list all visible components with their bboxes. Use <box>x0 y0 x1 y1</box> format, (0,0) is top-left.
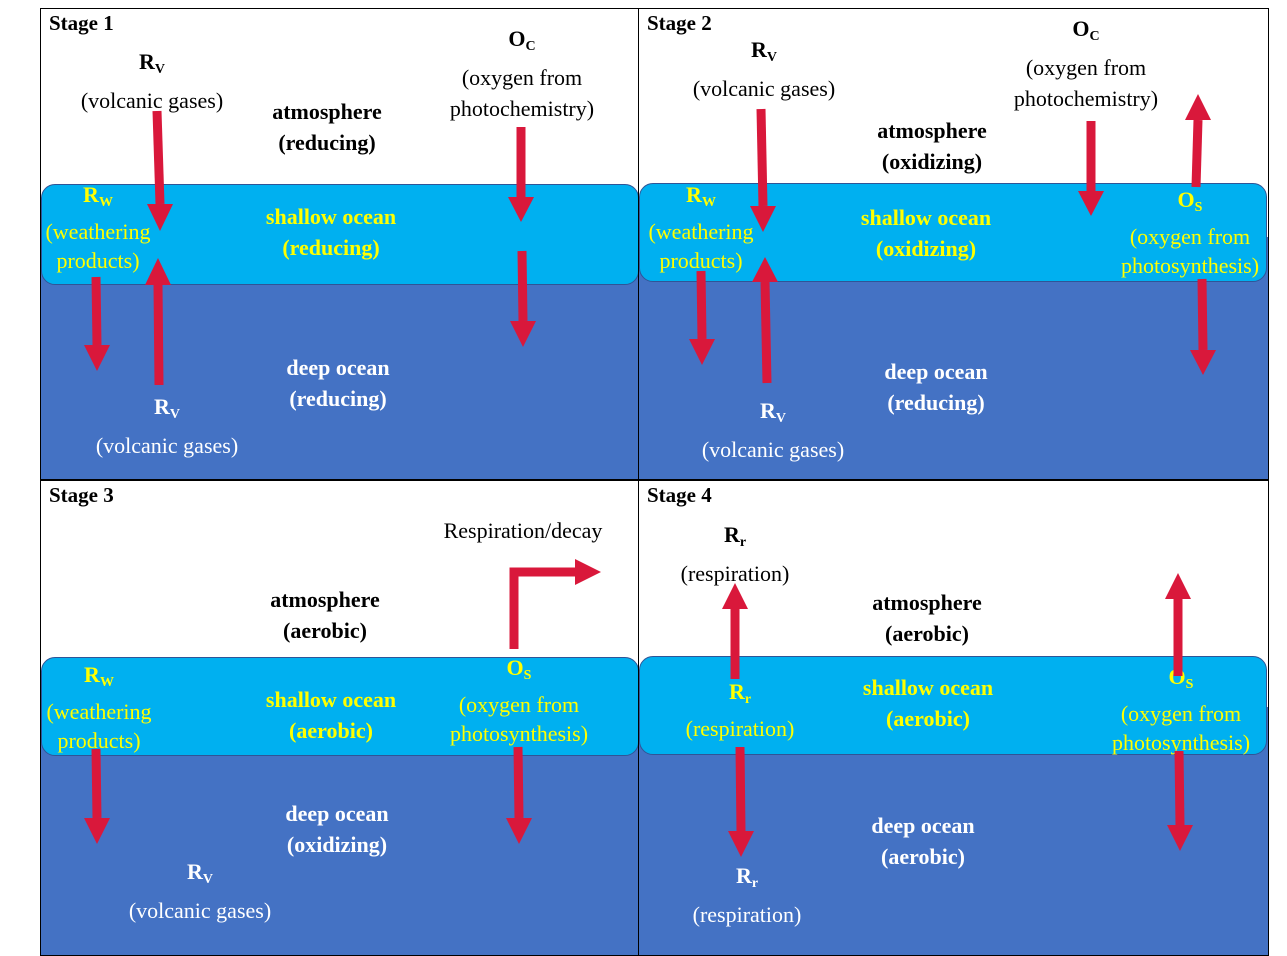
arrow-oxygen-to-deep-head <box>1190 350 1216 375</box>
deep-ocean-label: deep ocean(oxidizing) <box>285 801 389 857</box>
stage-title: Stage 2 <box>647 11 712 35</box>
arrow-volcanic-down-head <box>750 206 776 232</box>
arrow-weathering-down-head <box>689 339 715 365</box>
photochemistry-oxygen-label: OC (oxygen from photochemistry) <box>449 26 595 121</box>
arrow-oxygen-to-deep <box>1174 750 1185 826</box>
volcanic-gases-top-label: RV (volcanic gases) <box>80 49 224 113</box>
arrow-oxygen-to-deep <box>1197 278 1208 351</box>
atmosphere-label: atmosphere(oxidizing) <box>877 118 987 174</box>
respiration-top-label: Rr (respiration) <box>680 522 790 586</box>
arrow-oxygen-to-deep-head <box>506 818 532 844</box>
arrow-volcanic-up <box>760 281 772 384</box>
arrow-shallow-to-deep <box>517 250 528 322</box>
shallow-ocean-label: shallow ocean(oxidizing) <box>860 205 992 261</box>
arrow-oxygen-to-atmosphere-head <box>1165 573 1191 599</box>
flux-arrows <box>84 559 601 844</box>
photosynthesis-oxygen-label: OS (oxygen from photosynthesis) <box>1111 664 1251 755</box>
shallow-ocean-layer <box>639 656 1267 755</box>
arrow-respiration-decay-head <box>575 559 601 585</box>
deep-ocean-label: deep ocean(aerobic) <box>871 813 975 869</box>
arrow-weathering-down <box>91 748 102 819</box>
respiration-shallow-label: Rr (respiration) <box>685 679 795 741</box>
photosynthesis-oxygen-label: OS (oxygen from photosynthesis) <box>449 655 589 746</box>
stage-2-panel: Stage 2 atmosphere(oxidizing) shallow oc… <box>638 8 1269 480</box>
arrow-photochem-down-head <box>1078 191 1104 216</box>
atmosphere-label: atmosphere(aerobic) <box>270 587 380 643</box>
stage-4-panel: Stage 4 atmosphere(aerobic) shallow ocea… <box>638 480 1269 956</box>
arrow-volcanic-down-head <box>147 204 173 231</box>
shallow-ocean-label: shallow ocean(aerobic) <box>862 675 994 731</box>
arrow-respiration-up-head <box>722 583 748 609</box>
atmosphere-label: atmosphere(reducing) <box>272 99 382 155</box>
respiration-bottom-label: Rr (respiration) <box>692 863 802 927</box>
arrow-oxygen-to-deep <box>513 746 524 819</box>
arrow-oxygen-to-deep-head <box>1167 825 1193 851</box>
arrow-respiration-down <box>735 746 746 832</box>
arrow-photochem-down-head <box>508 197 534 222</box>
weathering-products-label: RW (weathering products) <box>648 182 754 273</box>
volcanic-gases-bottom-label: RV (volcanic gases) <box>128 859 272 923</box>
stage-1-panel: Stage 1 atmosphere(reducing) shallow oce… <box>40 8 640 480</box>
flux-arrows <box>84 110 536 386</box>
volcanic-gases-top-label: RV (volcanic gases) <box>692 37 836 101</box>
arrow-respiration-decay-bend <box>509 567 575 649</box>
arrow-respiration-down-head <box>728 831 754 857</box>
deep-ocean-label: deep ocean(reducing) <box>286 355 390 411</box>
shallow-ocean-layer <box>639 183 1267 282</box>
shallow-ocean-label: shallow ocean(aerobic) <box>265 687 397 743</box>
respiration-decay-label: Respiration/decay <box>443 518 603 543</box>
shallow-ocean-layer <box>41 184 639 285</box>
arrow-shallow-to-deep-head <box>510 321 536 347</box>
weathering-products-label: RW (weathering products) <box>45 182 151 273</box>
arrow-weathering-down-head <box>84 345 110 371</box>
arrow-weathering-down <box>696 270 707 340</box>
arrow-volcanic-up <box>153 284 164 386</box>
deep-ocean-label: deep ocean(reducing) <box>884 359 988 415</box>
volcanic-gases-bottom-label: RV (volcanic gases) <box>701 398 845 462</box>
flux-arrows <box>722 573 1193 857</box>
stage-title: Stage 3 <box>49 483 114 507</box>
photochemistry-oxygen-label: OC (oxygen from photochemistry) <box>1013 16 1159 111</box>
arrow-weathering-down <box>91 276 102 346</box>
weathering-products-label: RW (weathering products) <box>46 662 152 753</box>
arrow-volcanic-up-head <box>752 257 778 282</box>
photosynthesis-oxygen-label: OS (oxygen from photosynthesis) <box>1120 187 1260 278</box>
arrow-weathering-down-head <box>84 818 110 844</box>
shallow-ocean-label: shallow ocean(reducing) <box>265 204 397 260</box>
arrow-oxygen-to-atmosphere-head <box>1185 94 1211 120</box>
stage-title: Stage 1 <box>49 11 114 35</box>
arrow-volcanic-down <box>152 110 165 205</box>
arrow-oxygen-to-atmosphere <box>1191 119 1203 188</box>
stage-title: Stage 4 <box>647 483 712 507</box>
arrow-volcanic-down <box>756 108 768 207</box>
stage-3-panel: Stage 3 atmosphere(aerobic) shallow ocea… <box>40 480 640 956</box>
volcanic-gases-bottom-label: RV (volcanic gases) <box>95 394 239 458</box>
flux-arrows <box>689 94 1216 384</box>
atmosphere-label: atmosphere(aerobic) <box>872 590 982 646</box>
shallow-ocean-layer <box>41 657 639 756</box>
arrow-volcanic-up-head <box>145 258 171 285</box>
